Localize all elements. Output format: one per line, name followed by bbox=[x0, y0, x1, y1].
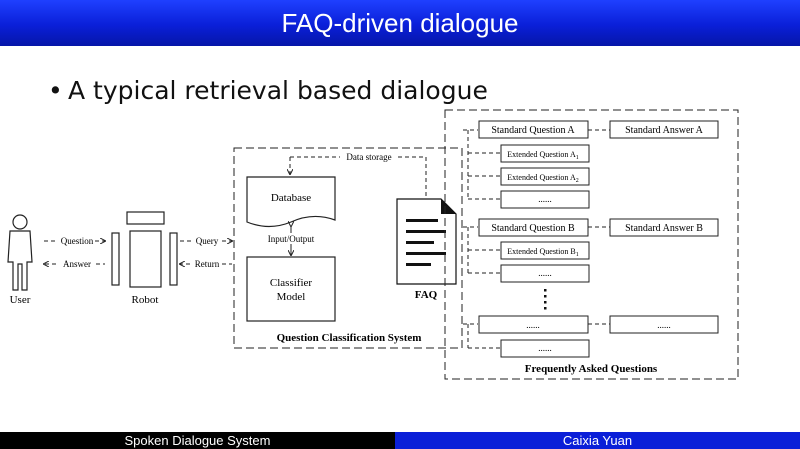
ext-question-a-more-label: ...... bbox=[538, 194, 552, 204]
std-question-a-box bbox=[478, 120, 589, 139]
data-storage-connector bbox=[290, 156, 427, 196]
data-storage-label: Data storage bbox=[346, 152, 391, 162]
classifier-line1: Classifier bbox=[270, 277, 312, 289]
bullet-text: A typical retrieval based dialogue bbox=[68, 76, 488, 105]
robot-label: Robot bbox=[132, 294, 159, 306]
ext-question-b1-box bbox=[500, 241, 590, 260]
return-label: Return bbox=[195, 259, 220, 269]
qcs-boundary bbox=[233, 147, 463, 349]
faq-section-boundary bbox=[444, 109, 739, 380]
std-question-b-box bbox=[478, 218, 589, 237]
vertical-ellipsis bbox=[544, 289, 547, 310]
ext-question-b1-label: Extended Question B1 bbox=[507, 247, 578, 258]
slide-title: FAQ-driven dialogue bbox=[0, 0, 800, 46]
database-label: Database bbox=[271, 192, 311, 204]
std-answer-a-label: Standard Answer A bbox=[625, 125, 704, 136]
ext-question-a1-label: Extended Question A1 bbox=[507, 150, 578, 161]
ext-question-b-more-label: ...... bbox=[538, 268, 552, 278]
ext-question-n-more-label: ...... bbox=[538, 343, 552, 353]
question-label: Question bbox=[61, 236, 94, 246]
ext-question-a1-box bbox=[500, 144, 590, 163]
ext-question-n-more-box bbox=[500, 339, 590, 358]
faq-branch-lines bbox=[463, 129, 610, 349]
slide-footer: Spoken Dialogue System Caixia Yuan bbox=[0, 432, 800, 449]
footer-left-text: Spoken Dialogue System bbox=[0, 432, 395, 449]
std-question-n-box bbox=[478, 315, 589, 334]
std-question-b-label: Standard Question B bbox=[491, 223, 575, 234]
std-answer-n-label: ...... bbox=[657, 320, 671, 330]
std-question-a-label: Standard Question A bbox=[491, 125, 575, 136]
user-robot-arrows bbox=[44, 241, 105, 264]
faq-label: FAQ bbox=[415, 289, 438, 301]
qcs-label: Question Classification System bbox=[277, 332, 422, 344]
faq-section-label: Frequently Asked Questions bbox=[525, 363, 658, 375]
std-answer-n-box bbox=[609, 315, 719, 334]
std-question-n-label: ...... bbox=[526, 320, 540, 330]
classifier-line2: Model bbox=[277, 291, 306, 303]
user-label: User bbox=[10, 294, 31, 306]
classifier-box bbox=[246, 256, 336, 322]
std-answer-b-box bbox=[609, 218, 719, 237]
std-answer-b-label: Standard Answer B bbox=[625, 223, 703, 234]
query-label: Query bbox=[196, 236, 219, 246]
robot-icon bbox=[111, 211, 178, 288]
footer-right-text: Caixia Yuan bbox=[395, 432, 800, 449]
ext-question-a-more-box bbox=[500, 190, 590, 209]
answer-label: Answer bbox=[63, 259, 91, 269]
io-label: Input/Output bbox=[268, 234, 315, 244]
faq-document-icon bbox=[396, 198, 457, 285]
user-icon bbox=[7, 214, 33, 291]
std-answer-a-box bbox=[609, 120, 719, 139]
bullet-dot: • bbox=[48, 76, 63, 105]
ext-question-a2-label: Extended Question A2 bbox=[507, 173, 578, 184]
bullet-point: •A typical retrieval based dialogue bbox=[48, 76, 488, 105]
ext-question-a2-box bbox=[500, 167, 590, 186]
ext-question-b-more-box bbox=[500, 264, 590, 283]
robot-system-arrows bbox=[180, 241, 232, 264]
